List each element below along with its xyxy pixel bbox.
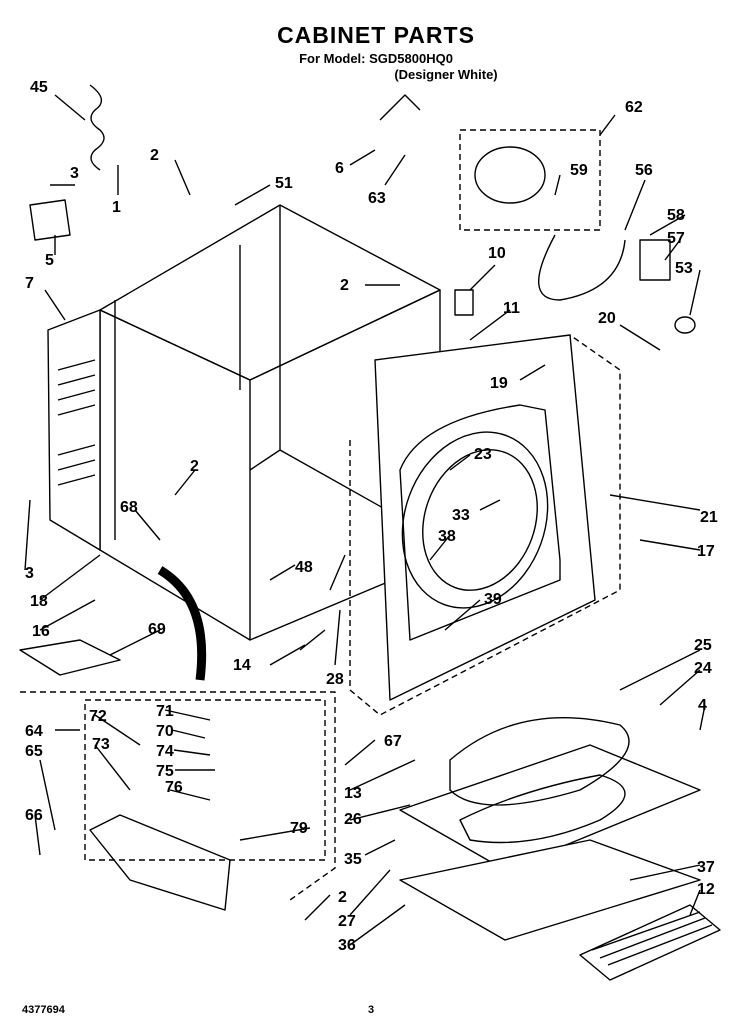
callout-label: 37 bbox=[697, 859, 715, 876]
callout-label: 11 bbox=[503, 300, 520, 317]
callout-label: 2 bbox=[340, 277, 349, 294]
callout-label: 28 bbox=[326, 671, 344, 688]
model-subtitle: For Model: SGD5800HQ0 bbox=[299, 51, 453, 66]
callout-label: 23 bbox=[474, 446, 492, 463]
callout-label: 66 bbox=[25, 807, 43, 824]
callout-label: 65 bbox=[25, 743, 43, 760]
callout-label: 14 bbox=[233, 657, 251, 674]
callout-label: 79 bbox=[290, 820, 308, 837]
callout-label: 69 bbox=[148, 621, 166, 638]
callout-label: 5 bbox=[45, 252, 54, 269]
callout-label: 21 bbox=[700, 509, 718, 526]
callout-label: 1 bbox=[112, 199, 121, 216]
callout-label: 36 bbox=[338, 937, 356, 954]
page-number: 3 bbox=[368, 1004, 375, 1016]
callout-label: 19 bbox=[490, 375, 508, 392]
callout-label: 2 bbox=[190, 458, 199, 475]
page-title: CABINET PARTS bbox=[277, 22, 475, 48]
callout-label: 3 bbox=[25, 565, 34, 582]
callout-label: 25 bbox=[694, 637, 712, 654]
callout-label: 26 bbox=[344, 811, 362, 828]
callout-label: 45 bbox=[30, 79, 48, 96]
callout-label: 64 bbox=[25, 723, 43, 740]
callout-label: 33 bbox=[452, 507, 470, 524]
callout-label: 74 bbox=[156, 743, 174, 760]
callout-label: 20 bbox=[598, 310, 616, 327]
document-number: 4377694 bbox=[22, 1004, 65, 1016]
callout-label: 59 bbox=[570, 162, 588, 179]
cabinet-drawing bbox=[19, 84, 721, 981]
callout-label: 67 bbox=[384, 733, 402, 750]
callout-label: 16 bbox=[32, 623, 50, 640]
callout-label: 2 bbox=[338, 889, 347, 906]
callout-label: 57 bbox=[667, 230, 685, 247]
callout-label: 38 bbox=[438, 528, 456, 545]
callout-label: 12 bbox=[697, 881, 715, 898]
callout-label: 24 bbox=[694, 660, 712, 677]
callout-label: 17 bbox=[697, 543, 715, 560]
callout-label: 7 bbox=[25, 275, 34, 292]
callout-label: 27 bbox=[338, 913, 356, 930]
callout-label: 4 bbox=[698, 697, 707, 714]
callout-label: 76 bbox=[165, 779, 183, 796]
callout-label: 68 bbox=[120, 499, 138, 516]
callout-label: 56 bbox=[635, 162, 653, 179]
callout-label: 3 bbox=[70, 165, 79, 182]
color-subtitle: (Designer White) bbox=[394, 67, 498, 82]
callout-label: 73 bbox=[92, 736, 110, 753]
callout-label: 18 bbox=[30, 593, 48, 610]
callout-label: 70 bbox=[156, 723, 174, 740]
callout-label: 35 bbox=[344, 851, 362, 868]
callout-label: 58 bbox=[667, 207, 685, 224]
callout-label: 63 bbox=[368, 190, 386, 207]
callout-label: 51 bbox=[275, 175, 293, 192]
callout-label: 6 bbox=[335, 160, 344, 177]
callout-label: 10 bbox=[488, 245, 506, 262]
callout-label: 2 bbox=[150, 147, 159, 164]
callout-label: 48 bbox=[295, 559, 313, 576]
callout-label: 71 bbox=[156, 703, 174, 720]
callout-label: 75 bbox=[156, 763, 174, 780]
callout-label: 62 bbox=[625, 99, 643, 116]
callout-label: 39 bbox=[484, 591, 502, 608]
callout-label: 13 bbox=[344, 785, 362, 802]
callout-label: 53 bbox=[675, 260, 693, 277]
callout-label: 72 bbox=[89, 708, 107, 725]
